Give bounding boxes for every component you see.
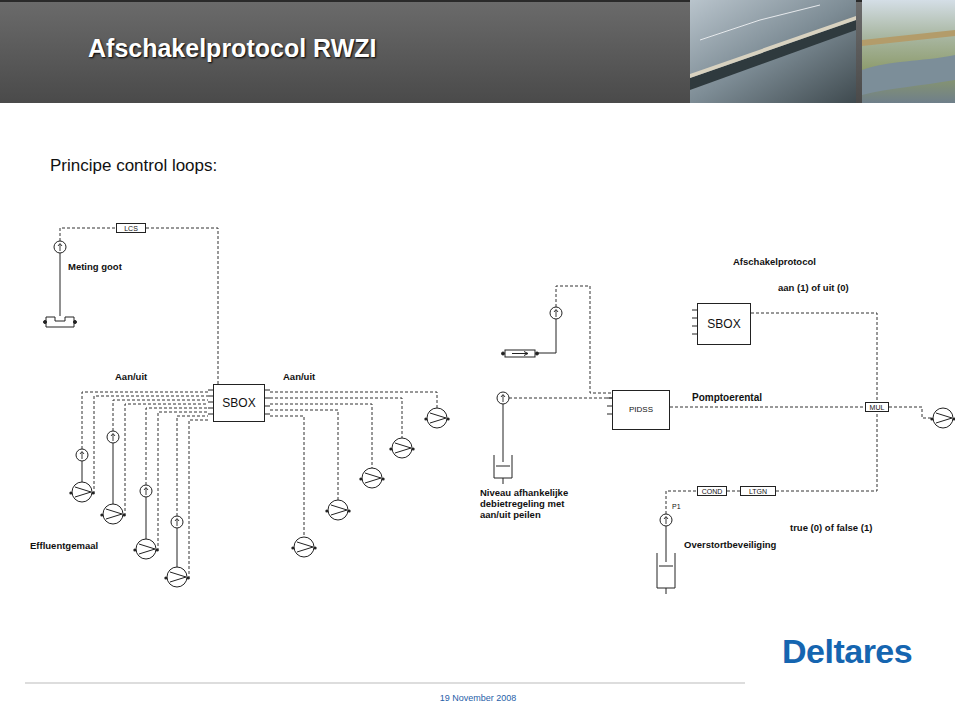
function-block: LTGN [740, 486, 776, 496]
function-block: MUL [865, 402, 889, 412]
signal-label: Pomptoerental [692, 392, 762, 404]
annotation: 19 November 2008 [440, 693, 517, 703]
annotation: Aan/uit [115, 372, 147, 383]
annotation: P1 [672, 503, 681, 511]
function-block: LCS [116, 223, 146, 233]
annotation: Niveau afhankelijke debietregeling met a… [480, 488, 590, 521]
signal-line [727, 491, 740, 492]
block-name: SBOX [222, 397, 255, 409]
signal-line [776, 412, 877, 491]
annotation: Overstortbeveiliging [684, 540, 776, 551]
annotation: Meting goot [68, 262, 122, 273]
block-name: COND [702, 488, 723, 495]
block-name: MUL [870, 404, 885, 411]
slide-title: Afschakelprotocol RWZI [88, 34, 376, 63]
annotation: aan (1) of uit (0) [778, 283, 849, 294]
block-name: PIDSS [629, 406, 653, 414]
annotation: Aan/uit [283, 372, 315, 383]
block-name: LCS [124, 225, 138, 232]
function-block: SBOX [697, 303, 751, 345]
annotation: Effluentgemaal [30, 541, 98, 552]
signal-line [751, 313, 877, 402]
signal-line [146, 228, 218, 384]
logo-text: Deltares [782, 632, 912, 671]
block-name: SBOX [707, 318, 740, 330]
annotation: Principe control loops: [50, 156, 217, 176]
annotation: true (0) of false (1) [790, 523, 872, 534]
function-block: PIDSS [612, 390, 670, 430]
block-name: LTGN [749, 488, 767, 495]
annotation: Afschakelprotocol [733, 257, 816, 268]
signal-line [670, 407, 865, 408]
function-block: COND [697, 486, 727, 496]
function-block: SBOX [213, 384, 265, 422]
